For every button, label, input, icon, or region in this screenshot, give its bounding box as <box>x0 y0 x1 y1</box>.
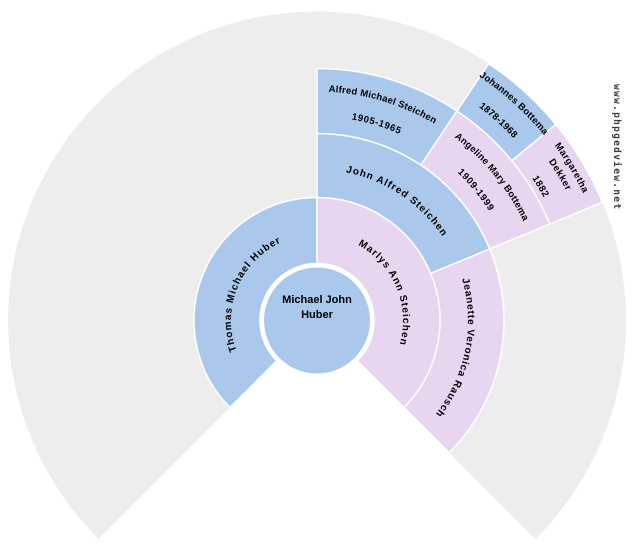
fan-segment-jeanette-veronica-rausch[interactable] <box>403 248 505 454</box>
fan-center-michael-john-huber[interactable] <box>264 267 370 374</box>
watermark: www.phpgedview.net <box>611 84 622 211</box>
fan-segment-thomas-michael-huber[interactable] <box>193 196 318 409</box>
fan-segment-margaretha-dekker[interactable] <box>511 123 604 225</box>
